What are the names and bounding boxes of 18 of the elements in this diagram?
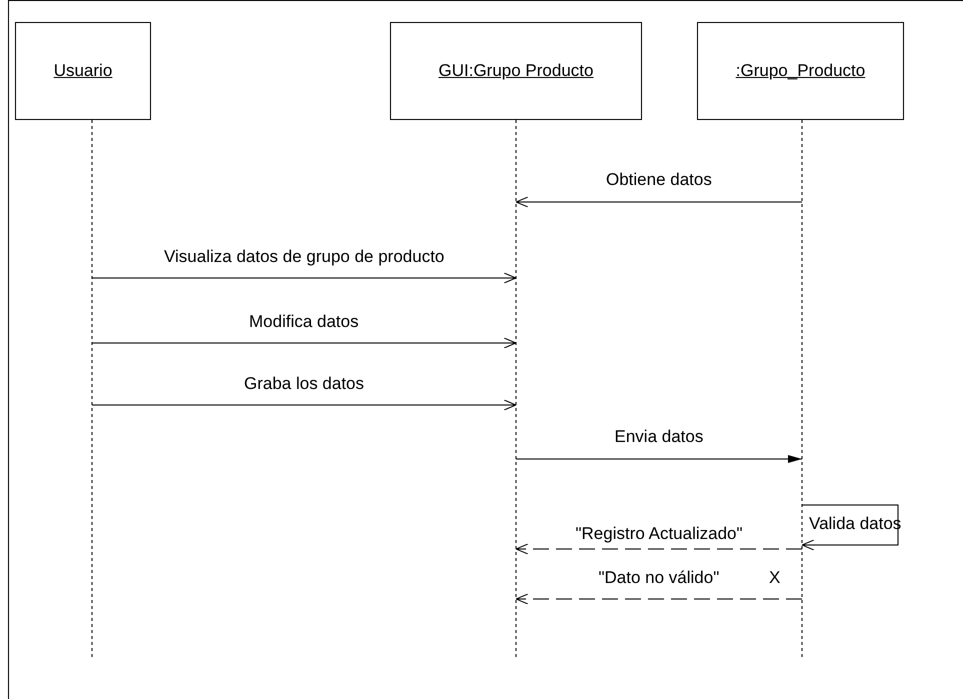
message-arrow	[92, 272, 516, 284]
message-label: "Dato no válido"	[598, 568, 720, 588]
message-arrow	[516, 544, 802, 554]
object-name: GUI:Grupo Producto	[438, 61, 594, 81]
object-name: :Grupo_Producto	[736, 61, 866, 81]
message-arrow	[516, 594, 802, 604]
message-label: "Registro Actualizado"	[574, 524, 744, 544]
message-label: Modifica datos	[248, 312, 360, 332]
object-name: Usuario	[54, 61, 112, 81]
message-arrow	[92, 338, 516, 348]
message-label: Graba los datos	[243, 374, 366, 394]
message-label: Obtiene datos	[605, 170, 713, 190]
message-arrow	[516, 455, 802, 463]
message-arrow	[92, 400, 516, 410]
cross-mark: X	[768, 568, 782, 588]
message-label: Visualiza datos de grupo de producto	[163, 247, 446, 267]
message-label: Envia datos	[614, 427, 704, 447]
message-arrow	[516, 196, 802, 208]
